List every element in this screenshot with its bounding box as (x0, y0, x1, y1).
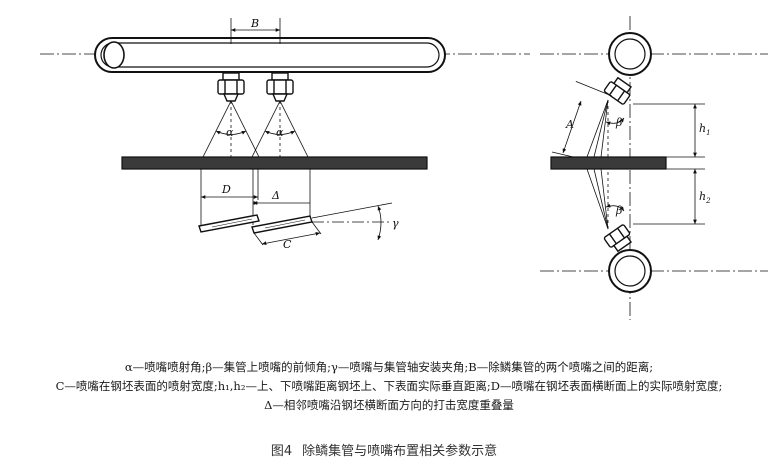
nozzle-left (217, 72, 245, 102)
symbol-legend: α—喷嘴喷射角;β—集管上喷嘴的前倾角;γ—喷嘴与集管轴安装夹角;B—除鳞集管的… (0, 358, 778, 415)
cross-section-view (540, 16, 768, 320)
figure-number: 图4 (270, 444, 293, 459)
nozzle-arrangement-diagram: B α α D Δ C γ (40, 16, 768, 320)
dim-C (261, 231, 321, 246)
label-beta-upper: β (615, 116, 622, 129)
label-Delta: Δ (271, 189, 280, 202)
nozzle-right (266, 72, 294, 102)
spray-fan-right (251, 100, 309, 158)
label-alpha-right: α (276, 126, 284, 139)
label-B: B (250, 17, 259, 30)
label-h2: h2 (699, 190, 711, 205)
label-beta-lower: β (615, 204, 622, 217)
label-C: C (283, 238, 292, 251)
upper-spray-rays (586, 99, 625, 158)
lower-spray-rays (586, 168, 625, 230)
header-pipe (94, 37, 446, 73)
steel-slab-side (121, 156, 428, 170)
legend-line-1: α—喷嘴喷射角;β—集管上喷嘴的前倾角;γ—喷嘴与集管轴安装夹角;B—除鳞集管的… (124, 360, 654, 374)
label-alpha-left: α (226, 126, 234, 139)
spray-fan-left (202, 100, 260, 158)
angle-gamma-arc (377, 205, 382, 241)
side-view (40, 18, 530, 246)
steel-slab-section (550, 156, 667, 170)
figure-caption: 图4 除鳞集管与喷嘴布置相关参数示意 (0, 440, 778, 459)
lower-nozzle (603, 224, 632, 253)
lower-header-section (608, 249, 652, 293)
legend-line-3: Δ—相邻喷嘴沿钢坯横断面方向的打击宽度重叠量 (264, 398, 514, 412)
figure-caption-text: 除鳞集管与喷嘴布置相关参数示意 (302, 444, 498, 459)
legend-line-2: C—喷嘴在钢坯表面的喷射宽度;h₁,h₂—上、下喷嘴距离钢坯上、下表面实际垂直距… (55, 379, 723, 393)
label-gamma: γ (392, 217, 399, 230)
upper-header-section (608, 32, 652, 76)
dim-A (562, 100, 582, 154)
label-D: D (221, 183, 231, 196)
upper-nozzle (603, 76, 632, 105)
label-h1: h1 (699, 122, 711, 137)
label-A: A (565, 118, 574, 131)
